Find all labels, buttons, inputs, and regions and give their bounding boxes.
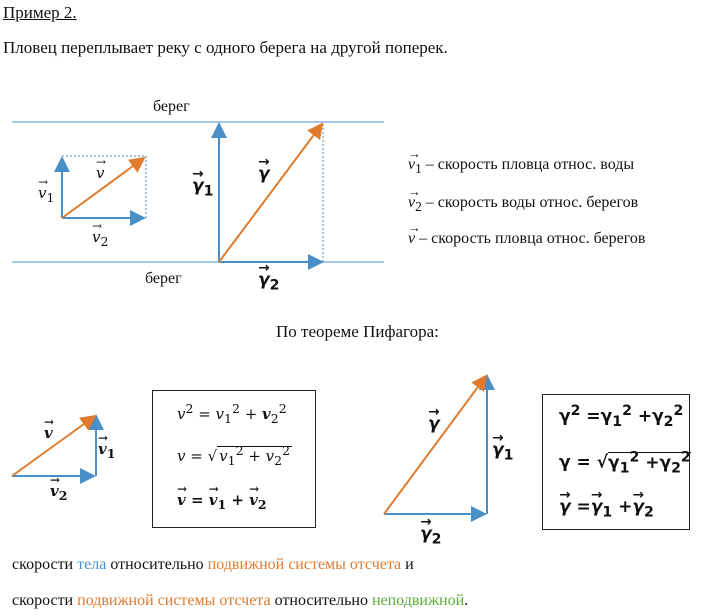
hand-formula-vector-sum: γ =γ1 +γ2 <box>559 487 654 520</box>
bank-label-top: берег <box>153 98 190 115</box>
label-large-v: γ <box>258 154 270 184</box>
label-large-v2: γ2 <box>258 260 279 293</box>
label-tri1-v1: v1 <box>98 431 115 461</box>
example-title: Пример 2. <box>3 3 77 22</box>
label-small-v1: v1 <box>38 175 54 205</box>
large-v-arrow <box>218 122 324 263</box>
formula-root: v = √v12 + v22 <box>177 443 293 468</box>
hand-formula-root: γ = √γ12 +γ22 <box>559 449 691 477</box>
pythagoras-heading: По теореме Пифагора: <box>276 322 439 341</box>
formula-squared: v2 = v12 + v22 <box>177 401 287 426</box>
small-v-arrow <box>61 156 146 219</box>
problem-statement: Пловец переплывает реку с одного берега … <box>3 38 448 57</box>
legend-row-v: v – скорость пловца относ. берегов <box>408 221 645 248</box>
label-small-v2: v2 <box>92 219 108 249</box>
footer-line-2: скорости подвижной системы отсчета относ… <box>12 592 469 609</box>
label-tri2-v1: γ1 <box>492 430 513 463</box>
legend-row-v2: v2 – скорость воды относ. берегов <box>408 185 638 215</box>
hand-formula-squared: γ2 =γ12 +γ22 <box>559 403 684 431</box>
legend-row-v1: v1 – скорость пловца относ. воды <box>408 147 634 177</box>
formula-vector-sum: v = v1 + v2 <box>177 482 267 512</box>
label-small-v: v <box>96 155 105 182</box>
formula-box-handwritten: γ2 =γ12 +γ22 γ = √γ12 +γ22 γ =γ1 +γ2 <box>542 394 691 530</box>
label-tri1-v: v <box>44 415 53 442</box>
tri1-v-arrow <box>11 414 97 477</box>
formula-box-printed: v2 = v12 + v22 v = √v12 + v22 v = v1 + v… <box>152 390 316 528</box>
label-tri2-v: γ <box>428 404 440 434</box>
tri2-v-arrow <box>383 374 488 515</box>
label-tri1-v2: v2 <box>50 473 67 503</box>
bank-label-bottom: берег <box>145 270 182 287</box>
footer-line-1: скорости тела относительно подвижной сис… <box>12 556 414 573</box>
label-large-v1: γ1 <box>192 166 213 199</box>
label-tri2-v2: γ2 <box>420 514 441 547</box>
